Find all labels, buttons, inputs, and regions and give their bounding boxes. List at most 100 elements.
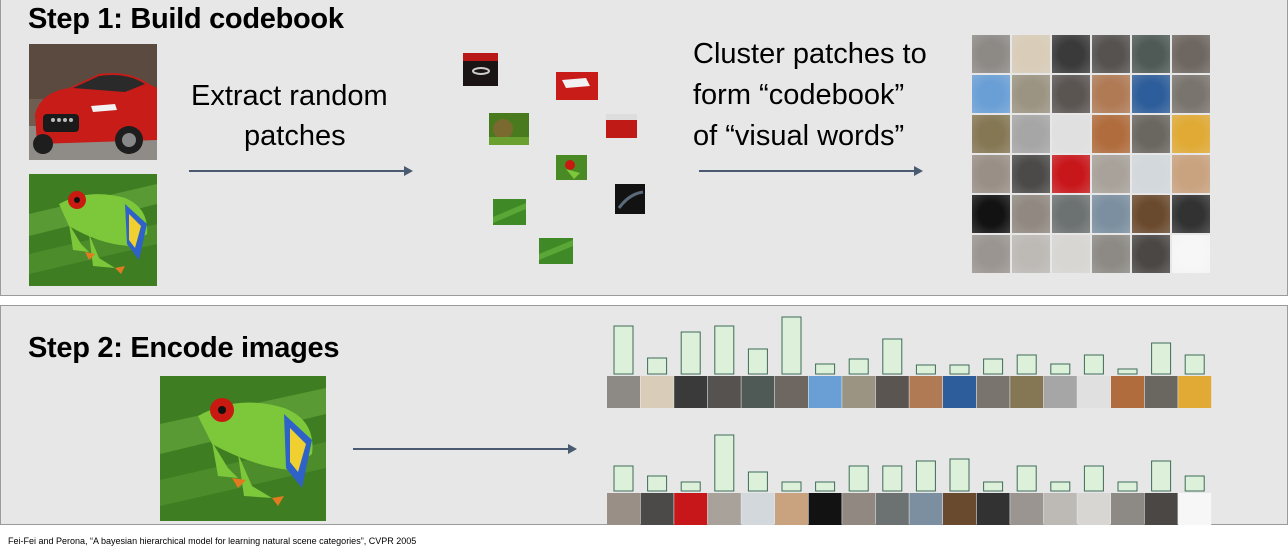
histogram-word-swatch bbox=[842, 376, 876, 408]
frog-photo bbox=[29, 174, 157, 286]
histogram-bar bbox=[848, 358, 869, 375]
histogram-bar bbox=[1016, 354, 1037, 375]
patch-car-red bbox=[606, 114, 637, 138]
codebook-word bbox=[1092, 195, 1130, 233]
step2-title: Step 2: Encode images bbox=[28, 332, 340, 364]
histogram-word-swatch bbox=[842, 493, 876, 525]
histogram-word-swatch bbox=[1178, 493, 1212, 525]
patch-leaf-1 bbox=[493, 199, 526, 225]
histogram-bar bbox=[781, 316, 802, 375]
codebook-word bbox=[1052, 115, 1090, 153]
histogram-bar bbox=[915, 364, 936, 375]
codebook-word bbox=[972, 75, 1010, 113]
histogram-bar bbox=[882, 465, 903, 492]
histogram-bar bbox=[1117, 368, 1138, 375]
histogram-bar bbox=[747, 471, 768, 492]
patch-car-grille bbox=[463, 53, 498, 86]
arrow-cluster bbox=[699, 166, 923, 176]
histogram-bar bbox=[815, 363, 836, 375]
codebook-word bbox=[1132, 195, 1170, 233]
histogram-word-swatch bbox=[909, 493, 943, 525]
codebook-word bbox=[1092, 75, 1130, 113]
histogram-bar bbox=[949, 364, 970, 375]
encode-images-panel: Step 2: Encode images bbox=[0, 305, 1288, 525]
codebook-word bbox=[1052, 235, 1090, 273]
codebook-word bbox=[1132, 155, 1170, 193]
histogram-bar bbox=[1151, 342, 1172, 375]
histogram-word-swatch bbox=[976, 493, 1010, 525]
codebook-word bbox=[1172, 115, 1210, 153]
codebook-word bbox=[1172, 75, 1210, 113]
histogram-bar bbox=[647, 357, 668, 375]
histogram-bar bbox=[983, 481, 1004, 492]
histogram-1 bbox=[607, 316, 1212, 408]
codebook-word bbox=[1172, 35, 1210, 73]
codebook-word bbox=[1092, 115, 1130, 153]
histogram-word-swatch bbox=[775, 376, 808, 408]
extract-caption-line1: Extract random bbox=[191, 80, 388, 112]
histogram-word-swatch bbox=[1043, 493, 1077, 525]
histogram-word-swatch bbox=[1010, 493, 1044, 525]
histogram-bar bbox=[613, 465, 634, 492]
patch-car-headlight bbox=[556, 72, 598, 100]
histogram-word-swatch bbox=[1077, 493, 1111, 525]
arrow-extract bbox=[189, 166, 413, 176]
codebook-word bbox=[1172, 155, 1210, 193]
histogram-bar bbox=[915, 460, 936, 492]
histogram-bar bbox=[882, 338, 903, 375]
histogram-bar bbox=[983, 358, 1004, 375]
codebook-word bbox=[972, 235, 1010, 273]
codebook-word bbox=[1172, 235, 1210, 273]
histogram-bar bbox=[1083, 354, 1104, 375]
histogram-bar bbox=[747, 348, 768, 375]
codebook-word bbox=[1012, 75, 1050, 113]
histogram-word-swatch bbox=[1077, 376, 1111, 408]
histogram-word-swatch bbox=[808, 493, 842, 525]
patch-frog-body bbox=[556, 155, 587, 180]
codebook-word bbox=[1012, 155, 1050, 193]
codebook-word bbox=[1132, 235, 1170, 273]
cluster-caption-line3: of “visual words” bbox=[693, 120, 905, 152]
codebook-word bbox=[1052, 195, 1090, 233]
histogram-bar bbox=[1050, 481, 1071, 492]
histogram-bar bbox=[1184, 354, 1205, 375]
histogram-bar bbox=[1184, 475, 1205, 492]
histogram-word-swatch bbox=[976, 376, 1010, 408]
histogram-word-swatch bbox=[607, 493, 640, 525]
patch-car-wheel bbox=[615, 184, 645, 214]
frog-photo-encode bbox=[160, 376, 326, 521]
codebook-word bbox=[1012, 235, 1050, 273]
codebook-word bbox=[1092, 235, 1130, 273]
codebook-word bbox=[1052, 35, 1090, 73]
histogram-word-swatch bbox=[1043, 376, 1077, 408]
step1-title: Step 1: Build codebook bbox=[28, 3, 344, 35]
histogram-word-swatch bbox=[943, 493, 976, 525]
patch-frog-eye bbox=[489, 113, 529, 145]
histogram-bar bbox=[714, 325, 735, 375]
histogram-word-swatch bbox=[640, 493, 674, 525]
histogram-word-swatch bbox=[1111, 493, 1144, 525]
histogram-word-swatch bbox=[775, 493, 808, 525]
histogram-word-swatch bbox=[640, 376, 674, 408]
histogram-word-swatch bbox=[808, 376, 842, 408]
histogram-word-swatch bbox=[1111, 376, 1144, 408]
histogram-word-swatch bbox=[674, 493, 708, 525]
extract-caption-line2: patches bbox=[244, 120, 346, 152]
codebook-grid bbox=[972, 35, 1212, 275]
histogram-bar bbox=[680, 331, 701, 375]
histogram-word-swatch bbox=[674, 376, 708, 408]
arrow-encode bbox=[353, 444, 577, 454]
histogram-bar bbox=[1050, 363, 1071, 375]
codebook-word bbox=[1132, 115, 1170, 153]
histogram-word-swatch bbox=[607, 376, 640, 408]
codebook-word bbox=[1012, 195, 1050, 233]
cluster-caption-line1: Cluster patches to bbox=[693, 38, 927, 70]
histogram-word-swatch bbox=[707, 376, 741, 408]
patch-leaf-2 bbox=[539, 238, 573, 264]
histogram-word-swatch bbox=[1144, 493, 1178, 525]
histogram-bar bbox=[781, 481, 802, 492]
histogram-bar bbox=[949, 458, 970, 492]
histogram-bar bbox=[680, 481, 701, 492]
cluster-caption-line2: form “codebook” bbox=[693, 79, 905, 111]
codebook-word bbox=[1172, 195, 1210, 233]
